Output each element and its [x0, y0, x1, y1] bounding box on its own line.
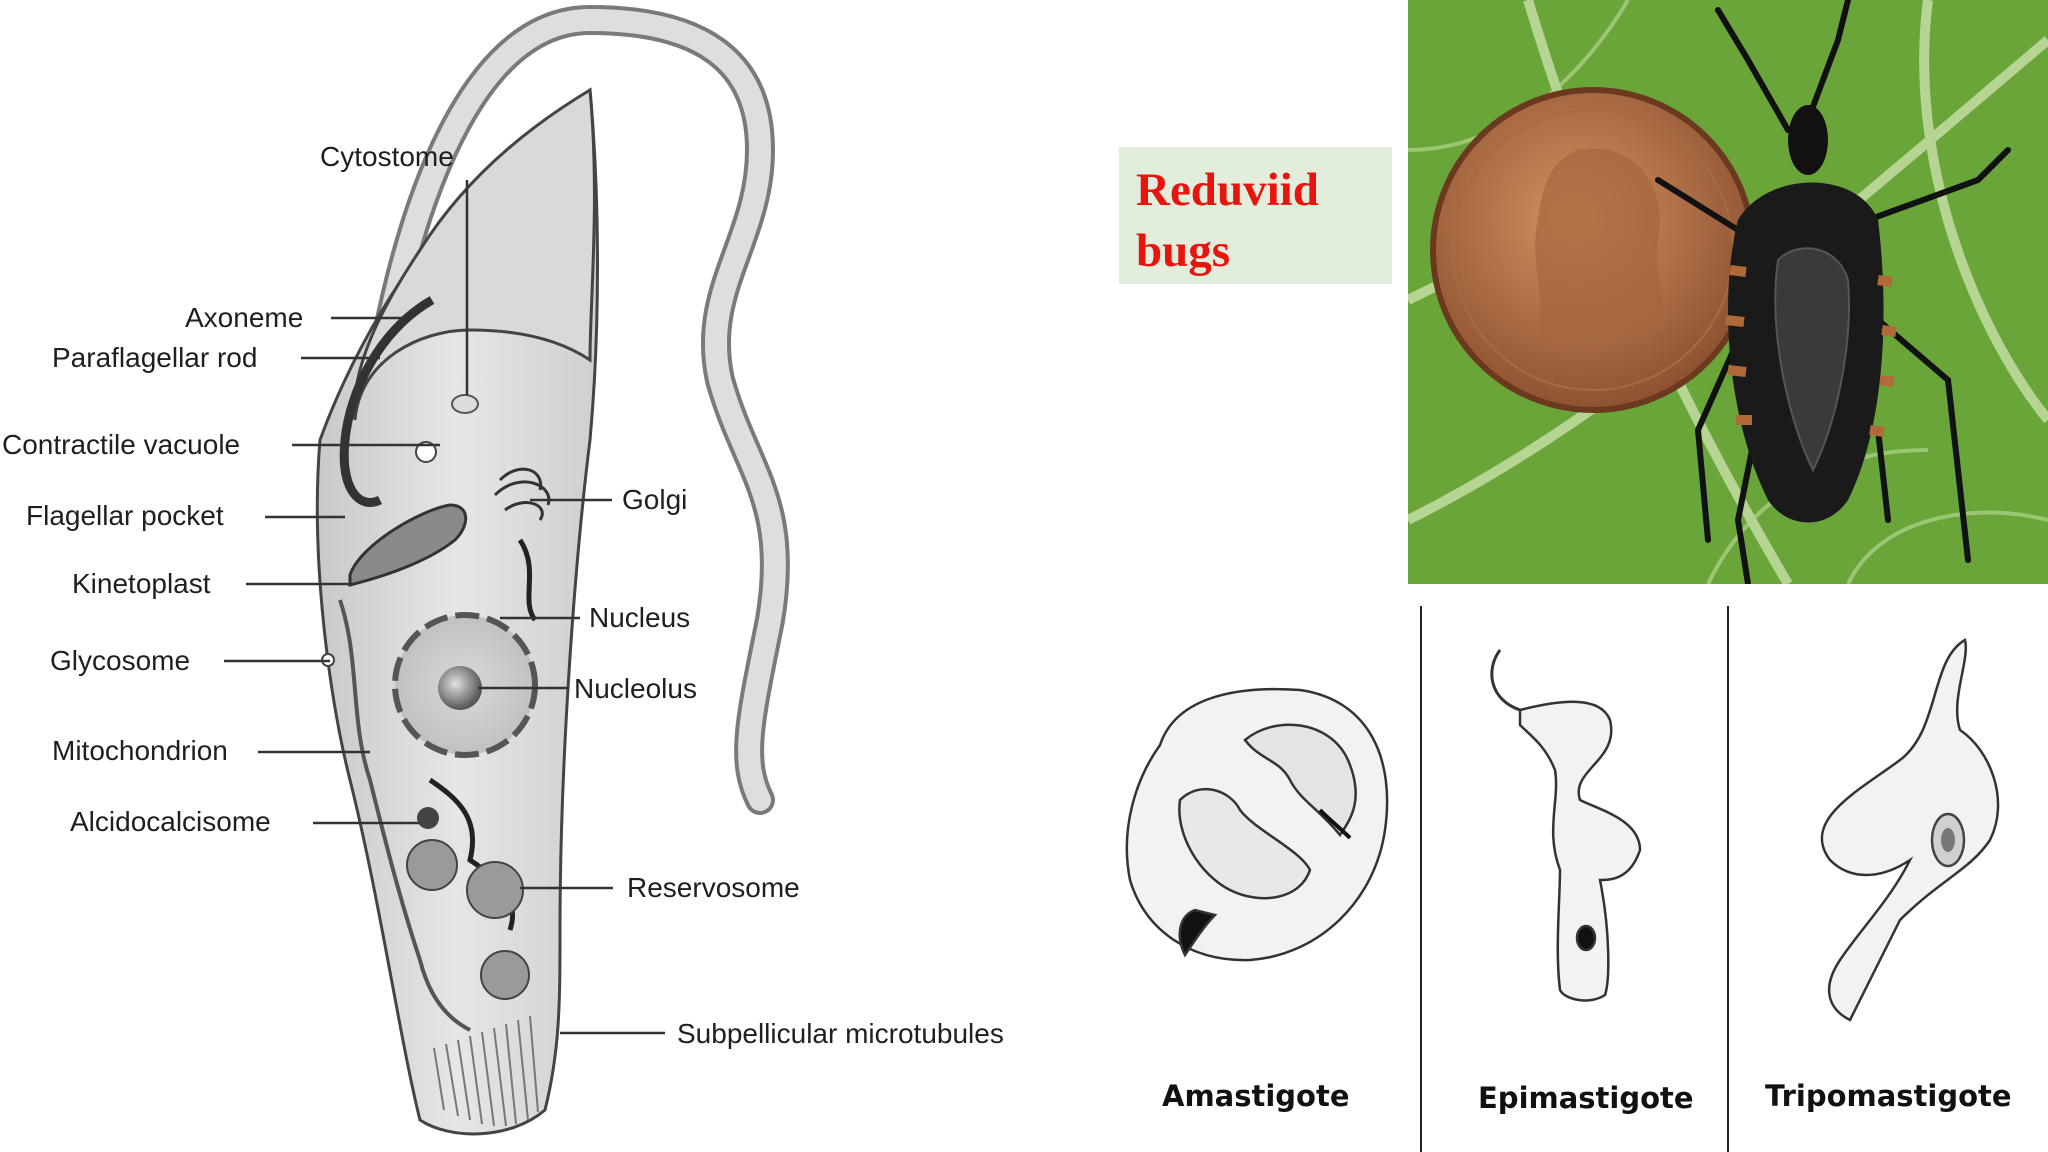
label-mitochondrion: Mitochondrion	[52, 735, 228, 766]
vector-label: Reduviid bugs	[1136, 164, 1319, 278]
reservosomes	[406, 839, 530, 1000]
label-kinetoplast: Kinetoplast	[72, 568, 211, 599]
label-subpellicular-microtubules: Subpellicular microtubules	[677, 1018, 1004, 1049]
nucleolus	[438, 666, 482, 710]
label-contractile-vacuole: Contractile vacuole	[2, 429, 241, 460]
trypanosome-cell-diagram	[224, 4, 790, 1136]
reduviid-bug-photo	[1408, 0, 2048, 584]
label-cytostome: Cytostome	[320, 141, 454, 172]
label-flagellar-pocket: Flagellar pocket	[26, 500, 224, 531]
label-golgi: Golgi	[622, 484, 688, 515]
stage-label-tripomastigote: Tripomastigote	[1765, 1079, 2012, 1113]
stage-label-epimastigote: Epimastigote	[1478, 1081, 1694, 1115]
acidocalcisome	[417, 807, 439, 829]
label-paraflagellar-rod: Paraflagellar rod	[52, 342, 258, 373]
label-glycosome: Glycosome	[50, 645, 191, 676]
contractile-vacuole	[415, 441, 437, 463]
label-nucleus: Nucleus	[589, 602, 691, 633]
tripomastigote-drawing	[1820, 638, 2000, 1022]
vector-label-box	[1119, 147, 1392, 284]
label-reservosome: Reservosome	[627, 872, 800, 903]
epimastigote-drawing	[1490, 649, 1642, 1002]
stage-label-amastigote: Amastigote	[1162, 1079, 1350, 1113]
kinetoplast	[348, 503, 468, 587]
amastigote-drawing	[1125, 687, 1389, 962]
mitochondrion	[338, 599, 471, 1032]
label-nucleolus: Nucleolus	[574, 673, 697, 704]
label-axoneme: Axoneme	[185, 302, 304, 333]
label-alcidocalcisome: Alcidocalcisome	[70, 806, 271, 837]
cytostome	[451, 394, 479, 414]
leader-lines	[224, 180, 665, 1035]
